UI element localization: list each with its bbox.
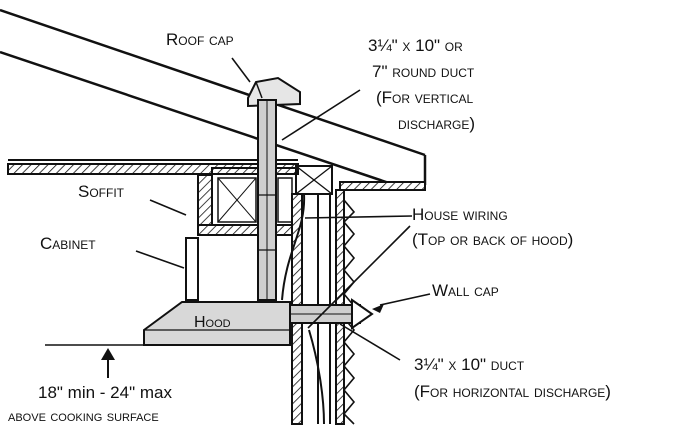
horizontal-duct-label-line1: 3¼" x 10" duct xyxy=(414,355,525,374)
leader-lines xyxy=(135,57,431,361)
vertical-duct-label-line1: 3¼" x 10" or xyxy=(368,36,463,55)
wall-cap-label: Wall cap xyxy=(432,281,499,300)
soffit-box xyxy=(197,167,297,236)
house-wiring-label-line1: House wiring xyxy=(412,205,508,224)
wall-cap-arrowhead xyxy=(372,304,384,313)
horizontal-duct xyxy=(289,304,361,324)
horizontal-duct-label-line2: (For horizontal discharge) xyxy=(414,382,611,401)
vertical-duct-label-line2: 7" round duct xyxy=(372,62,475,81)
vertical-duct-label-line4: discharge) xyxy=(398,114,476,133)
ceiling-joist xyxy=(7,159,426,191)
wall-top-plate xyxy=(295,165,333,195)
vertical-duct-label-line3: (For vertical xyxy=(376,88,474,107)
roof-cap-label: Roof cap xyxy=(166,30,234,49)
mounting-height-label-line1: 18" min - 24" max xyxy=(38,383,172,402)
hood-label: Hood xyxy=(194,314,231,331)
house-wiring-label-line2: (Top or back of hood) xyxy=(412,230,574,249)
mounting-height-marker xyxy=(45,344,144,378)
cabinet-label: Cabinet xyxy=(40,234,96,253)
house-wiring xyxy=(281,193,325,425)
mounting-height-label-line2: above cooking surface xyxy=(8,408,159,425)
wall-cap xyxy=(351,298,374,330)
cabinet xyxy=(185,237,199,301)
vertical-duct xyxy=(257,99,277,301)
soffit-label: Soffit xyxy=(78,182,124,201)
